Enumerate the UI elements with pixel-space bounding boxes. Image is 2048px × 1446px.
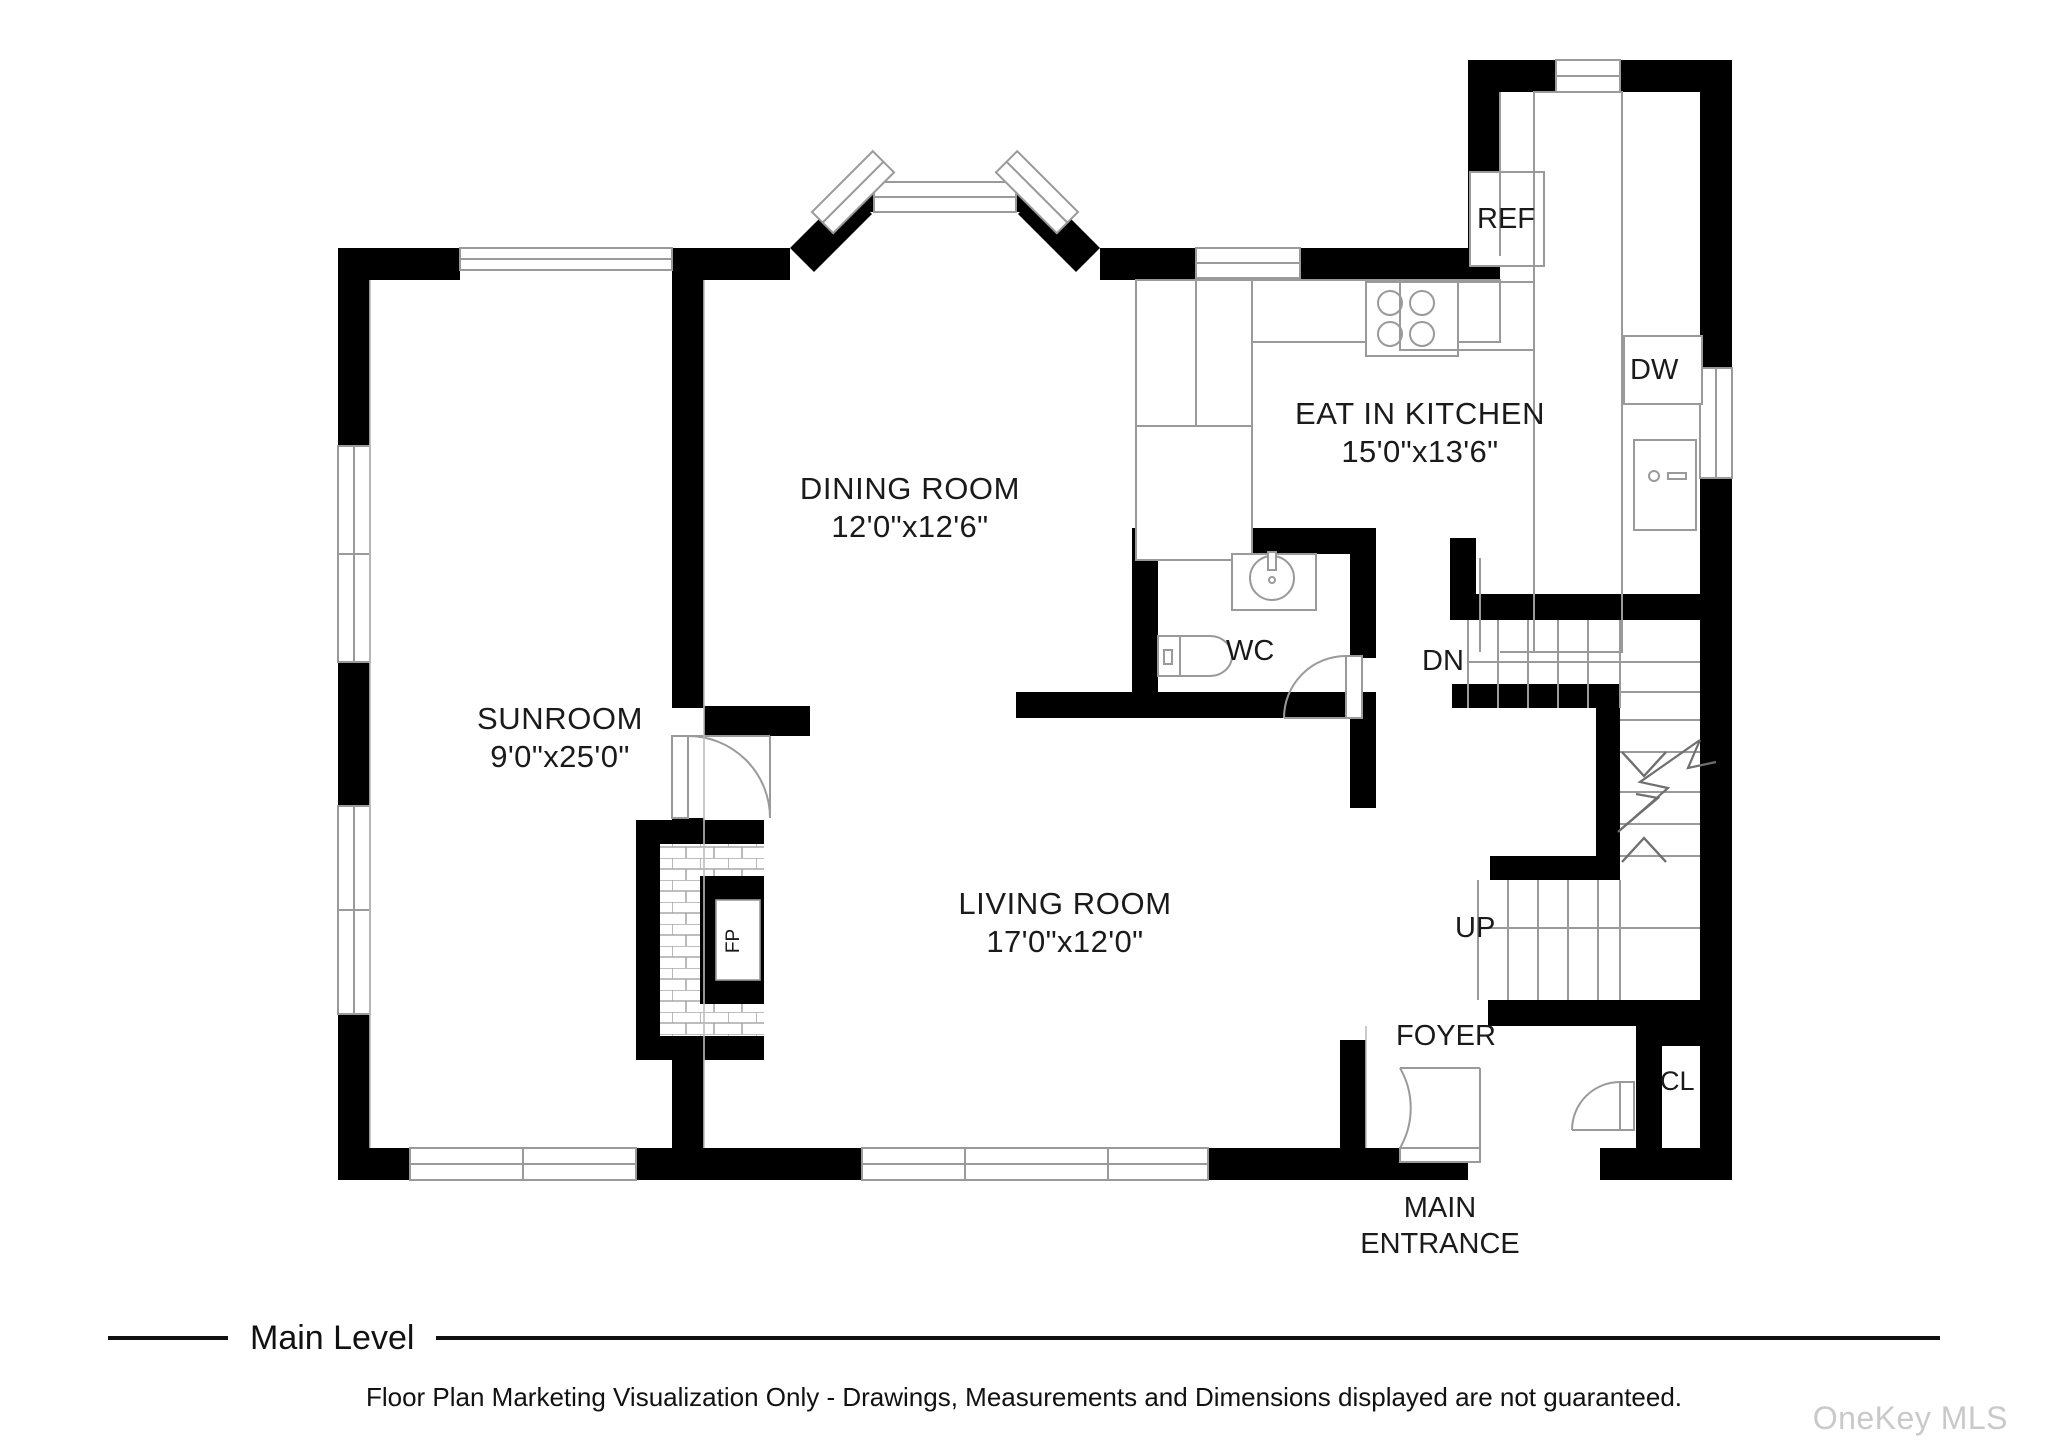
fireplace — [660, 844, 764, 1036]
eat-in-kitchen-dimensions: 15'0"x13'6" — [1341, 433, 1499, 469]
doors — [671, 655, 1635, 1163]
room-label-sunroom: SUNROOM 9'0"x25'0" — [420, 700, 700, 776]
bathroom-fixtures — [1157, 551, 1317, 677]
sunroom-name: SUNROOM — [476, 701, 644, 736]
dining-room-dimensions: 12'0"x12'6" — [831, 508, 989, 544]
fireplace-label: FP — [723, 928, 745, 954]
wc-label: WC — [1226, 635, 1275, 667]
kitchen-fixtures — [1135, 91, 1703, 653]
living-room-dimensions: 17'0"x12'0" — [986, 923, 1144, 959]
refrigerator-label: REF — [1477, 203, 1535, 235]
interior-outlines — [369, 280, 1367, 1148]
stairs-down-label: DN — [1422, 645, 1464, 677]
level-divider: Main Level — [0, 1318, 2048, 1358]
foyer-label: FOYER — [1396, 1020, 1496, 1052]
closet-label: CL — [1660, 1066, 1695, 1096]
room-label-living-room: LIVING ROOM 17'0"x12'0" — [900, 885, 1230, 961]
level-rule-left — [108, 1336, 228, 1340]
staircase — [1467, 620, 1717, 1000]
room-label-eat-in-kitchen: EAT IN KITCHEN 15'0"x13'6" — [1260, 395, 1580, 471]
eat-in-kitchen-name: EAT IN KITCHEN — [1294, 396, 1546, 431]
dishwasher-label: DW — [1630, 354, 1679, 386]
onekey-mls-watermark: OneKey MLS — [1812, 1400, 2008, 1436]
main-entrance-line1: MAIN — [1403, 1192, 1477, 1224]
sunroom-dimensions: 9'0"x25'0" — [490, 738, 630, 774]
living-room-name: LIVING ROOM — [958, 886, 1172, 921]
disclaimer-text: Floor Plan Marketing Visualization Only … — [365, 1382, 1683, 1412]
main-entrance-label: MAIN ENTRANCE — [1300, 1190, 1580, 1263]
level-label: Main Level — [250, 1318, 415, 1357]
main-entrance-line2: ENTRANCE — [1360, 1228, 1520, 1261]
dining-room-name: DINING ROOM — [799, 471, 1021, 506]
level-rule-right — [436, 1336, 1940, 1340]
room-label-dining-room: DINING ROOM 12'0"x12'6" — [740, 470, 1080, 546]
stairs-up-label: UP — [1455, 912, 1496, 944]
